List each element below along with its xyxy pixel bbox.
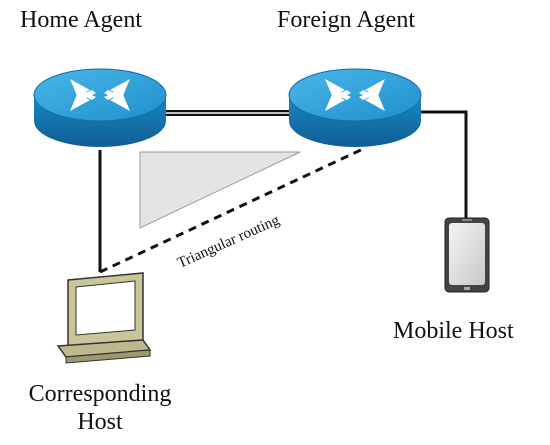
triangular-routing-label: Triangular routing (175, 212, 282, 272)
home-agent-label: Home Agent (20, 7, 142, 33)
corresponding-host-line1: Corresponding (28, 381, 172, 407)
mobile-phone-icon (444, 217, 490, 293)
corresponding-host-line2: Host (77, 409, 123, 435)
routing-triangle (139, 151, 301, 229)
foreign-to-mobile-link (420, 110, 468, 220)
desktop-computer-icon (56, 272, 152, 364)
triangular-routing-path (99, 146, 366, 274)
corresponding-host-label: Corresponding Host (5, 380, 195, 436)
router-icon (33, 68, 167, 147)
mobile-host-label: Mobile Host (393, 318, 514, 344)
foreign-agent-label: Foreign Agent (277, 7, 415, 33)
router-icon (288, 68, 422, 147)
